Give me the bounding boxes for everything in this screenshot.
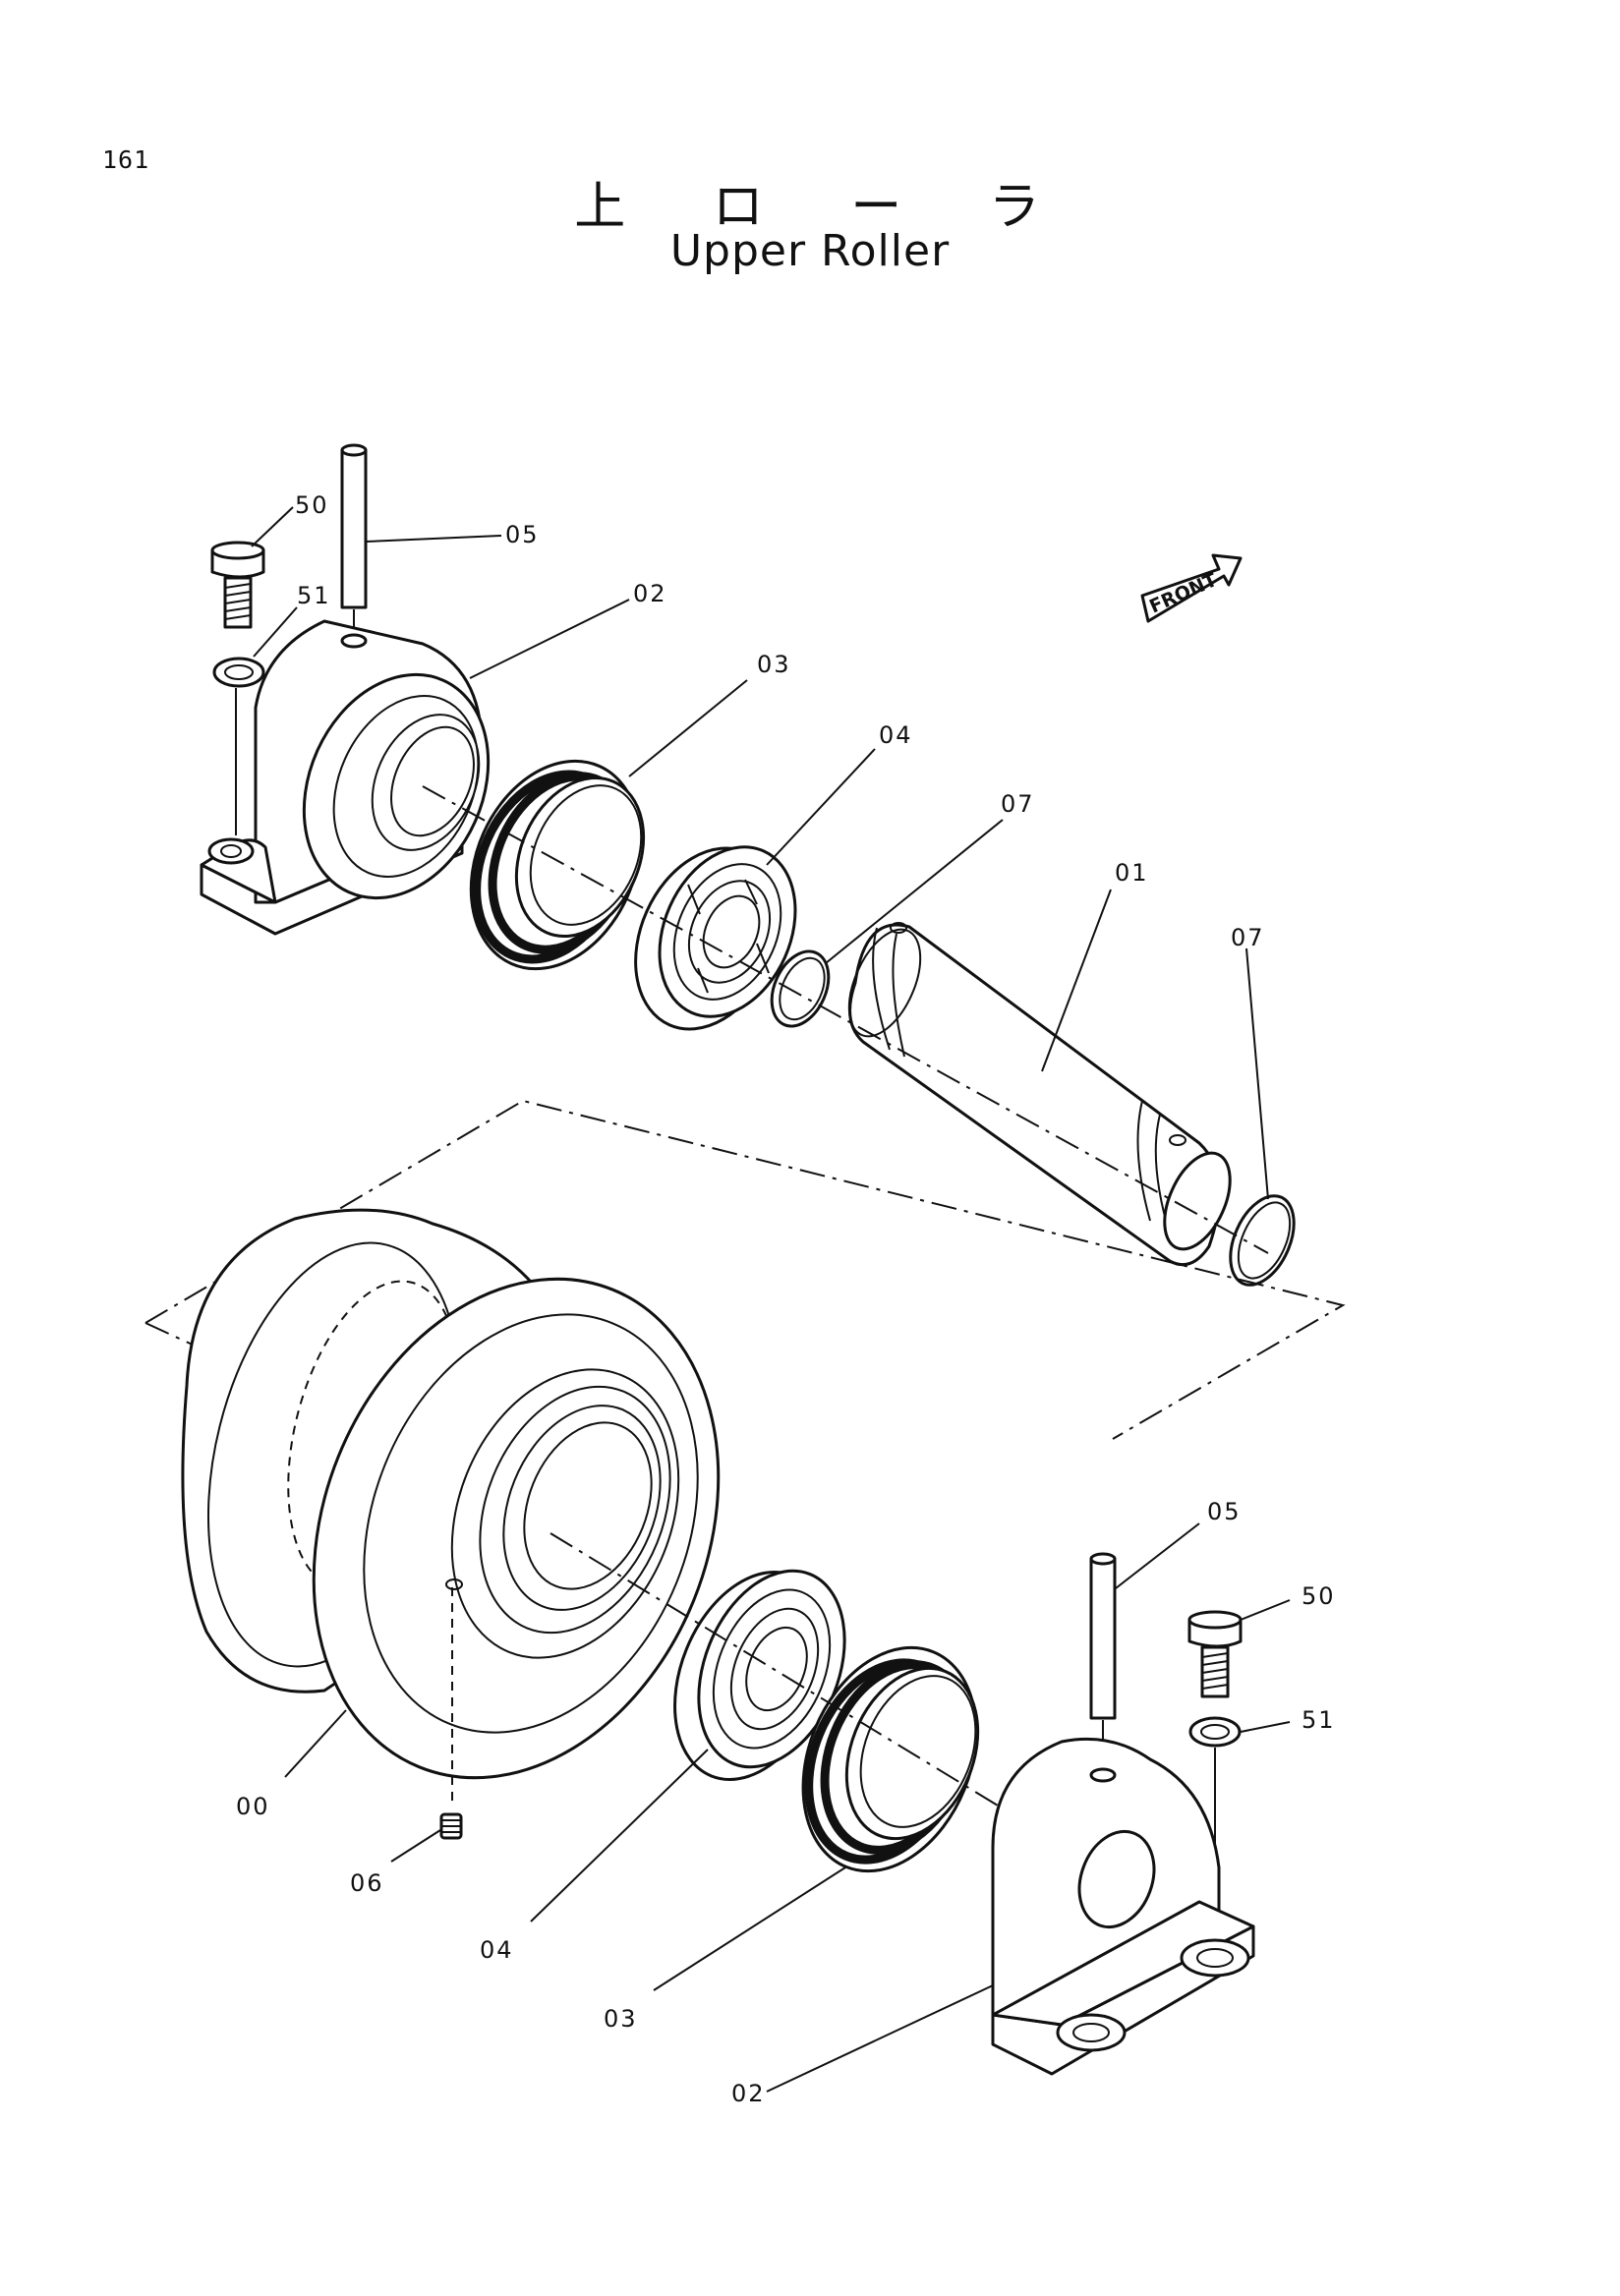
lower-washer <box>1188 1716 1242 1748</box>
callout-lower-bolt: 50 <box>1302 1582 1336 1610</box>
leader-lines <box>251 506 1291 2093</box>
lower-bolt <box>1187 1610 1243 1698</box>
callout-roller: 00 <box>236 1793 270 1820</box>
upper-center-axis <box>422 785 1269 1254</box>
title-english: Upper Roller <box>669 226 951 276</box>
callout-upper-bolt: 50 <box>295 491 329 519</box>
callout-upper-bracket: 02 <box>633 580 667 607</box>
page-number: 161 <box>102 145 150 174</box>
lower-center-axis <box>550 1532 1004 1809</box>
upper-bracket <box>200 619 491 936</box>
title-japanese: 上 ロ ー ラ <box>574 178 1075 237</box>
callout-lower-washer: 51 <box>1302 1706 1336 1734</box>
callout-right-oring: 07 <box>1231 924 1265 951</box>
roller <box>181 1208 721 1780</box>
right-oring <box>1229 1194 1296 1287</box>
callout-upper-seal: 03 <box>757 651 791 678</box>
callout-lower-bearing: 04 <box>480 1936 514 1964</box>
exploded-frame <box>145 1099 1346 1440</box>
callout-upper-washer: 51 <box>297 582 331 609</box>
upper-oring <box>770 949 831 1028</box>
callout-lower-pin: 05 <box>1207 1498 1242 1525</box>
callout-lower-bracket: 02 <box>731 2080 766 2107</box>
callout-upper-bearing: 04 <box>879 721 913 749</box>
callout-upper-oring: 07 <box>1001 790 1035 818</box>
front-label: FRONT <box>1146 569 1220 618</box>
shaft <box>847 922 1232 1267</box>
upper-washer <box>212 657 265 688</box>
upper-pin <box>340 443 368 609</box>
lower-bearing <box>673 1569 846 1781</box>
callout-upper-pin: 05 <box>505 521 540 548</box>
plug <box>439 1812 463 1840</box>
callout-shaft: 01 <box>1115 859 1149 887</box>
callout-plug: 06 <box>350 1869 384 1897</box>
front-arrow-icon: FRONT <box>1140 553 1243 623</box>
upper-seal <box>469 759 646 971</box>
callout-lower-seal: 03 <box>604 2005 638 2033</box>
lower-bracket <box>991 1737 1255 2076</box>
upper-bolt <box>210 541 265 629</box>
lower-pin <box>1089 1552 1117 1720</box>
